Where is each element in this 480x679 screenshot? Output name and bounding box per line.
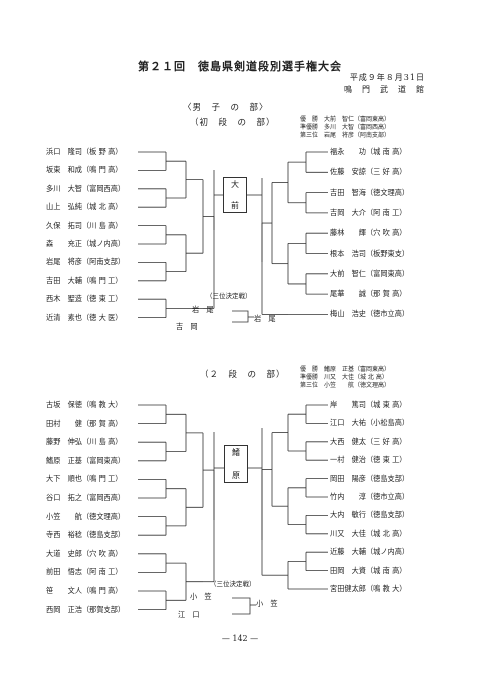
- player-name: 笹 文人（鳴 門 高）: [46, 586, 123, 595]
- player-name: 藤野 伸弘（川 島 高）: [46, 437, 123, 447]
- category-heading: 〈男 子 の 部〉: [183, 103, 269, 113]
- player-name: 一村 健治（徳 東 工）: [330, 455, 407, 465]
- dan1-third-winner: 岩 尾: [254, 314, 276, 323]
- player-name: 坂東 和成（鳴 門 高）: [46, 165, 123, 175]
- player-name: 福永 功（城 南 高）: [330, 147, 407, 156]
- award-line: 準優勝 川又 大佳（城 北 高）: [300, 374, 388, 382]
- player-name: 前田 悟志（阿 南 工）: [46, 567, 123, 577]
- dan1-awards: 優 勝 大前 智仁（富岡東高） 準優勝 多川 大智（富岡西高） 第三位 岩尾 将…: [300, 116, 390, 141]
- champion-char: 大: [231, 180, 239, 189]
- dan1-third-a: 岩 尾: [192, 305, 214, 314]
- player-name: 江口 大祐（小松島高）: [330, 418, 410, 428]
- dan2-third-label: （三位決定戦）: [210, 580, 256, 588]
- player-name: 岩尾 将彦（阿南支部）: [46, 257, 126, 267]
- champion-char: 前: [231, 201, 239, 210]
- dan1-third-label: （三位決定戦）: [206, 292, 252, 300]
- player-name: 竹内 淳（徳市立高）: [330, 492, 410, 501]
- player-name: 大前 智仁（富岡東高）: [330, 268, 410, 278]
- player-name: 佐藤 安諒（三 好 高）: [330, 167, 407, 177]
- dan2-third-b: 江 口: [178, 610, 200, 619]
- event-date: 平成９年８月31日: [349, 73, 425, 82]
- dan2-third-a: 小 笠: [190, 592, 212, 601]
- award-line: 優 勝 大前 智仁（富岡東高）: [300, 116, 391, 123]
- player-name: 吉田 智海（徳文理高）: [330, 187, 410, 197]
- dan2-awards: 優 勝 鰭原 正基（富岡東高） 準優勝 川又 大佳（城 北 高） 第三位 小笠 …: [300, 366, 390, 391]
- player-name: 根本 浩司（板野東支）: [330, 248, 410, 258]
- dan2-third-winner: 小 笠: [256, 599, 278, 608]
- player-name: 久保 拓司（川 島 高）: [46, 220, 123, 230]
- bracket-line: [232, 597, 251, 615]
- bracket-line: [232, 310, 249, 323]
- player-name: 大道 史郎（穴 吹 高）: [46, 548, 123, 558]
- dan2-champion-box: 鰭 原: [224, 445, 248, 483]
- player-name: 藤林 輝（穴 吹 高）: [330, 228, 407, 238]
- player-name: 鰭原 正基（富岡東高）: [46, 455, 126, 465]
- page-number: — 142 —: [221, 634, 259, 643]
- player-name: 田村 健（那 賀 高）: [46, 418, 123, 428]
- player-name: 古坂 保徳（鳴 教 大）: [46, 400, 123, 409]
- player-name: 尾華 誠（那 賀 高）: [330, 289, 407, 299]
- player-name: 西木 聖造（徳 東 工）: [46, 294, 123, 304]
- player-name: 寺西 裕稔（徳島支部）: [46, 530, 126, 540]
- player-name: 吉田 大輔（鳴 門 工）: [46, 275, 123, 285]
- player-name: 大内 敏行（徳島支部）: [330, 510, 410, 520]
- player-name: 山上 弘純（城 北 高）: [46, 202, 123, 212]
- player-name: 梅山 浩史（徳市立高）: [330, 309, 410, 319]
- award-line: 第三位 岩尾 将彦（阿南支部）: [300, 132, 391, 140]
- player-name: 岸 篤司（城 東 高）: [330, 400, 407, 409]
- player-name: 吉岡 大介（阿 南 工）: [330, 207, 407, 217]
- champion-char: 原: [232, 471, 240, 480]
- award-line: 準優勝 多川 大智（富岡西高）: [300, 124, 391, 132]
- event-venue: 鳴 門 武 道 館: [344, 85, 425, 94]
- player-name: 森 充正（城ノ内高）: [46, 239, 126, 248]
- player-name: 大西 健太（三 好 高）: [330, 436, 407, 446]
- player-name: 宮田健太郎（鳴 教 大）: [330, 584, 407, 593]
- dan1-third-b: 吉 岡: [176, 322, 198, 331]
- dan2-heading: （２ 段 の 部）: [200, 370, 286, 380]
- player-name: 小笠 航（徳文理高）: [46, 511, 126, 521]
- champion-char: 鰭: [232, 448, 240, 457]
- player-name: 近藤 大輔（城ノ内高）: [330, 547, 410, 557]
- player-name: 川又 大佳（城 北 高）: [330, 528, 407, 538]
- award-line: 第三位 小笠 航（徳文理高）: [300, 382, 391, 390]
- player-name: 田岡 大資（城 南 高）: [330, 565, 407, 575]
- page-title: 第２１回 徳島県剣道段別選手権大会: [138, 60, 342, 73]
- player-name: 浜口 隆司（板 野 高）: [46, 147, 123, 156]
- dan1-heading: （初 段 の 部）: [190, 118, 276, 128]
- player-name: 谷口 拓之（富岡西高）: [46, 493, 126, 502]
- player-name: 近清 素也（徳 大 医）: [46, 312, 123, 322]
- player-name: 西岡 正浩（那賀支部）: [46, 604, 126, 614]
- player-name: 大下 順也（鳴 門 工）: [46, 474, 123, 484]
- award-line: 優 勝 鰭原 正基（富岡東高）: [300, 366, 391, 373]
- player-name: 多川 大智（富岡西高）: [46, 183, 126, 193]
- player-name: 岡田 陽彦（徳島支部）: [330, 473, 410, 483]
